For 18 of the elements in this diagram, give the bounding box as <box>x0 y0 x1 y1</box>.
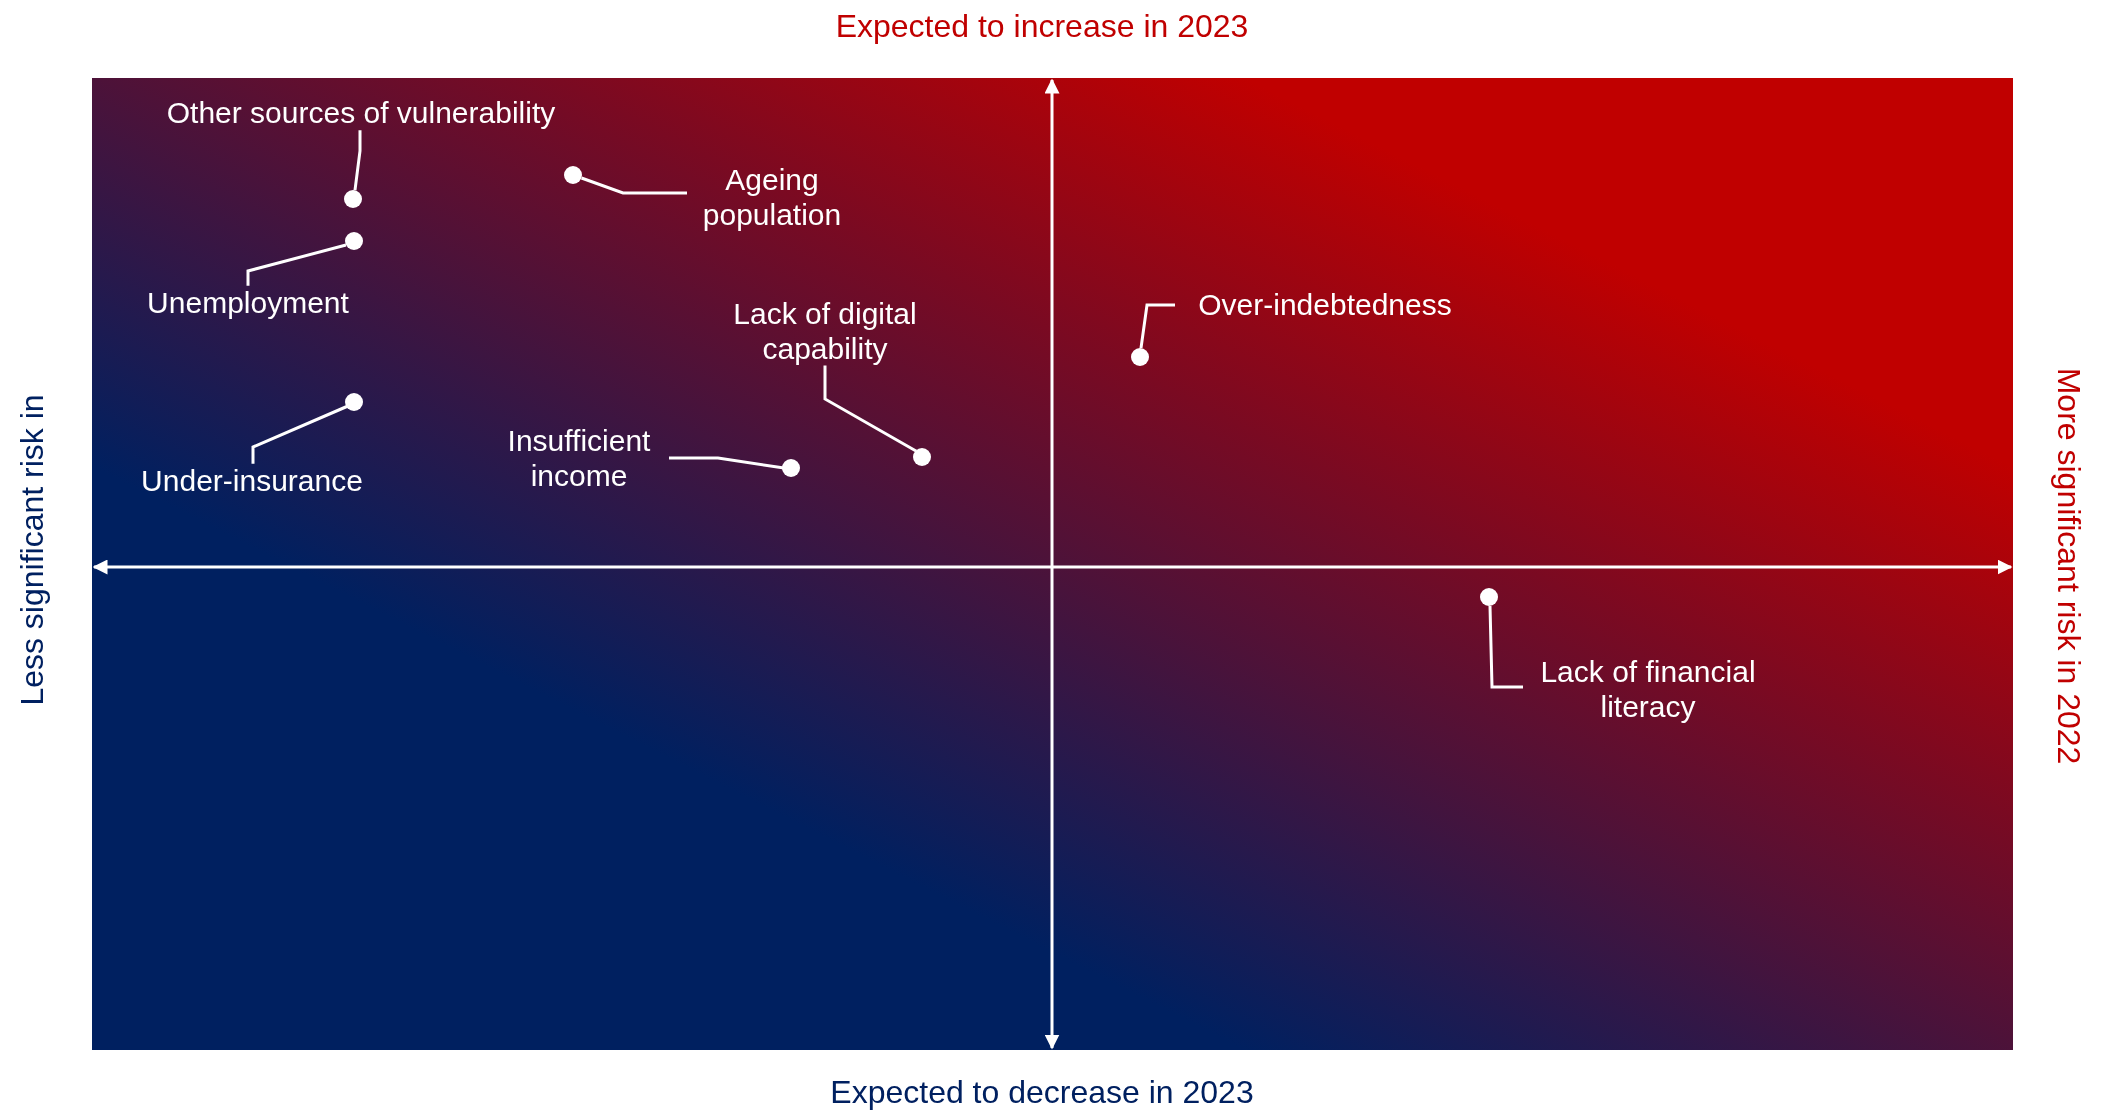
axis-label: Less significant risk in <box>13 394 51 706</box>
point-label: Insufficient income <box>489 423 669 493</box>
leader-line <box>581 176 687 195</box>
leader-line <box>1139 303 1175 350</box>
leader-line <box>246 243 348 286</box>
leader-line <box>823 365 918 453</box>
point-label: Under-insurance <box>122 463 382 499</box>
point-label: Over-indebtedness <box>1175 287 1475 323</box>
point-label: Ageing population <box>687 162 857 232</box>
point-label: Unemployment <box>118 285 378 321</box>
point-label: Lack of digital capability <box>712 296 938 366</box>
point-label: Other sources of vulnerability <box>126 95 596 131</box>
axis-label: Expected to increase in 2023 <box>835 7 1249 45</box>
leader-line <box>1488 604 1523 689</box>
axis-label: More significant risk in 2022 <box>2049 367 2087 765</box>
leader-line <box>353 130 362 192</box>
point-label: Lack of financial literacy <box>1523 654 1773 724</box>
axis-label: Expected to decrease in 2023 <box>830 1073 1254 1111</box>
